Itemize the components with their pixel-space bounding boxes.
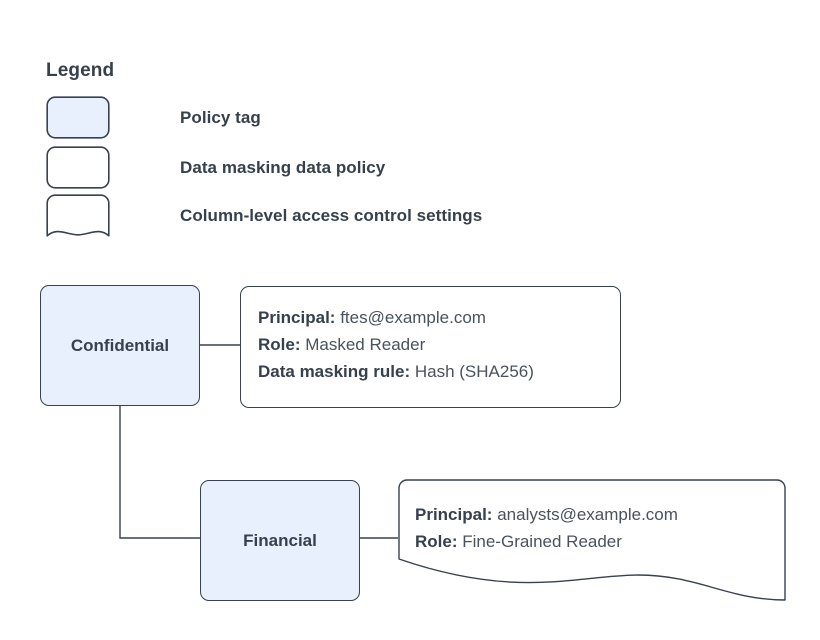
annotation-value: Masked Reader	[305, 335, 426, 354]
annotation-key: Role:	[415, 532, 458, 551]
annotation-value: ftes@example.com	[340, 308, 486, 327]
annotation-financial[interactable]: Principal: analysts@example.com Role: Fi…	[398, 479, 786, 601]
legend-item-data-policy: Data masking data policy	[46, 146, 385, 189]
annotation-value: Hash (SHA256)	[414, 362, 534, 381]
node-confidential[interactable]: Confidential	[40, 285, 200, 406]
node-financial[interactable]: Financial	[200, 480, 360, 601]
annotation-value: Fine-Grained Reader	[462, 532, 622, 551]
annotation-confidential-text: Principal: ftes@example.com Role: Masked…	[258, 304, 534, 385]
legend-item-policy-tag: Policy tag	[46, 96, 261, 139]
data-policy-swatch-icon	[46, 146, 110, 189]
annotation-financial-text: Principal: analysts@example.com Role: Fi…	[415, 501, 678, 555]
annotation-financial-frame	[398, 479, 786, 601]
annotation-line: Data masking rule: Hash (SHA256)	[258, 358, 534, 385]
annotation-key: Data masking rule:	[258, 362, 411, 381]
node-confidential-label: Confidential	[70, 335, 170, 355]
legend-title: Legend	[46, 60, 115, 81]
annotation-key: Role:	[258, 335, 301, 354]
annotation-line: Role: Masked Reader	[258, 331, 534, 358]
legend-label-data-policy: Data masking data policy	[180, 157, 386, 177]
annotation-key: Principal:	[258, 308, 336, 327]
annotation-line: Role: Fine-Grained Reader	[415, 528, 678, 555]
node-financial-label: Financial	[243, 530, 317, 550]
annotation-line: Principal: ftes@example.com	[258, 304, 534, 331]
column-settings-swatch-icon	[46, 194, 110, 237]
policy-tag-swatch-icon	[46, 96, 110, 139]
annotation-value: analysts@example.com	[497, 505, 678, 524]
legend-label-column-settings: Column-level access control settings	[180, 205, 483, 225]
annotation-confidential[interactable]: Principal: ftes@example.com Role: Masked…	[240, 286, 621, 408]
legend-item-column-settings: Column-level access control settings	[46, 194, 482, 237]
annotation-key: Principal:	[415, 505, 493, 524]
annotation-line: Principal: analysts@example.com	[415, 501, 678, 528]
legend-label-policy-tag: Policy tag	[180, 107, 261, 127]
